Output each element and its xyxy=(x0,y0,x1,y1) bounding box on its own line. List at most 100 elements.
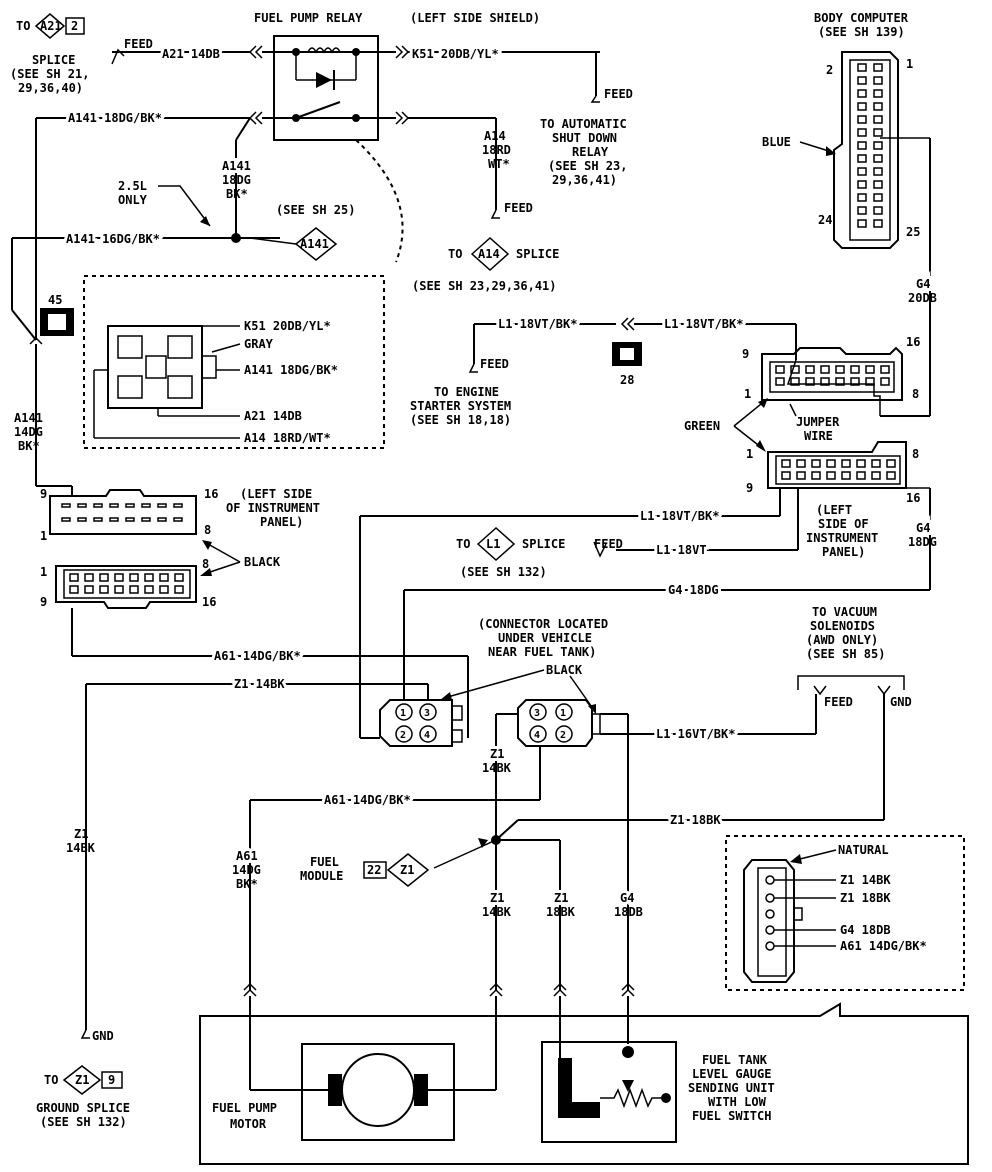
nat-z1-18bk: Z1 18BK xyxy=(840,891,891,905)
connector-pin xyxy=(857,128,867,137)
g4-18dg-r-1: G4 xyxy=(916,521,930,535)
connector-pin xyxy=(820,377,830,386)
connector-pin xyxy=(144,573,154,582)
connector-pin xyxy=(873,167,883,176)
conn-l2-1: 1 xyxy=(40,565,47,579)
g4b-1: G4 xyxy=(620,891,634,905)
relay-title: FUEL PUMP RELAY xyxy=(254,11,363,25)
gray-label: GRAY xyxy=(244,337,274,351)
connector-pin xyxy=(856,471,866,480)
black-1: BLACK xyxy=(244,555,281,569)
instrument-connector-right-1 xyxy=(761,346,903,401)
conn-l2-16: 16 xyxy=(202,595,216,609)
bc-pin-24: 24 xyxy=(818,213,832,227)
connector-pin xyxy=(93,517,103,522)
pin-r-2: 2 xyxy=(560,730,566,741)
lsip-r-1: (LEFT xyxy=(816,503,852,517)
conn-28-label: 28 xyxy=(620,373,634,387)
instrument-connector-left-2 xyxy=(55,565,197,609)
a21-diamond xyxy=(34,13,66,39)
bc-pin-2: 2 xyxy=(826,63,833,77)
fuel-module-housing xyxy=(199,1002,969,1165)
connector-pin xyxy=(84,585,94,594)
connector-pin xyxy=(857,141,867,150)
connector-fuel-tank-left xyxy=(379,699,463,747)
connector-pin xyxy=(857,115,867,124)
fuel-module-2: MODULE xyxy=(300,869,343,883)
feed-a14: FEED xyxy=(504,201,533,215)
relay-diode-icon xyxy=(316,72,332,88)
connector-pin xyxy=(850,365,860,374)
connector-pin xyxy=(159,573,169,582)
connector-pin xyxy=(886,459,896,468)
connector-pin xyxy=(84,573,94,582)
a141-diamond xyxy=(294,227,338,261)
connector-pin xyxy=(77,503,87,508)
connector-pin xyxy=(99,573,109,582)
fuel-pump-motor-icon xyxy=(301,1043,455,1141)
connector-45 xyxy=(107,325,217,409)
g4b-2: 18DB xyxy=(614,905,643,919)
connector-pin xyxy=(873,193,883,202)
green-label: GREEN xyxy=(684,419,720,433)
black-2: BLACK xyxy=(546,663,583,677)
asd-3: RELAY xyxy=(572,145,609,159)
connector-pin xyxy=(805,377,815,386)
body-computer-2: (SEE SH 139) xyxy=(818,25,905,39)
asd-2: SHUT DOWN xyxy=(552,131,617,145)
a21-page-box xyxy=(65,17,85,35)
blue-label: BLUE xyxy=(762,135,791,149)
a14-2: 18RD xyxy=(482,143,511,157)
connector-pin xyxy=(826,459,836,468)
conn-r2-8: 8 xyxy=(912,447,919,461)
vac-1: TO VACUUM xyxy=(812,605,877,619)
conn-l-16: 16 xyxy=(204,487,218,501)
connector-pin xyxy=(873,180,883,189)
connector-pin xyxy=(93,503,103,508)
feed-starter: FEED xyxy=(480,357,509,371)
relay-coil xyxy=(307,47,341,54)
g4-18dg-h: G4 18DG xyxy=(668,583,719,597)
conn-loc-3: NEAR FUEL TANK) xyxy=(488,645,596,659)
connector-pin xyxy=(857,102,867,111)
instrument-connector-right-2 xyxy=(767,441,907,489)
connector-pin xyxy=(873,141,883,150)
tank-3: SENDING UNIT xyxy=(688,1081,775,1095)
relay-switch xyxy=(295,101,341,119)
connector-pin xyxy=(873,76,883,85)
connector-pin xyxy=(781,459,791,468)
z1-left-2: 14BK xyxy=(66,841,96,855)
connector-pin xyxy=(857,180,867,189)
natural-connector-box xyxy=(725,835,965,991)
to-z1-num: 9 xyxy=(108,1073,115,1087)
starter-3: (SEE SH 18,18) xyxy=(410,413,511,427)
pin-r-4: 4 xyxy=(534,730,540,741)
connector-pin xyxy=(125,503,135,508)
connector-dashed-box xyxy=(83,275,385,449)
z1-v-1: Z1 xyxy=(490,747,504,761)
connector-pin xyxy=(811,471,821,480)
connector-pin xyxy=(811,459,821,468)
connector-pin xyxy=(850,377,860,386)
l1-16vt-bk: L1 16VT/BK* xyxy=(656,727,735,741)
connector-pin xyxy=(790,377,800,386)
connector-pin xyxy=(857,206,867,215)
tank-2: LEVEL GAUGE xyxy=(692,1067,771,1081)
connector-pin xyxy=(873,63,883,72)
only-25-1: 2.5L xyxy=(118,179,147,193)
z1-14bk-h: Z1 14BK xyxy=(234,677,285,691)
connector-pin xyxy=(865,377,875,386)
a61-v-3: BK* xyxy=(236,877,258,891)
l1-vt-bk-left: L1 18VT/BK* xyxy=(498,317,577,331)
jumper-1: JUMPER xyxy=(796,415,840,429)
tank-4: WITH LOW xyxy=(708,1095,767,1109)
connector-pin xyxy=(796,459,806,468)
asd-5: 29,36,41) xyxy=(552,173,617,187)
g4-20db-2: 20DB xyxy=(908,291,937,305)
to-a21-to: TO xyxy=(16,19,30,33)
a141-18dg-bk-top: A141 18DG/BK* xyxy=(68,111,162,125)
connector-pin xyxy=(880,377,890,386)
connector-pin xyxy=(173,517,183,522)
splice-a21-1: SPLICE xyxy=(32,53,75,67)
connector-pin xyxy=(805,365,815,374)
